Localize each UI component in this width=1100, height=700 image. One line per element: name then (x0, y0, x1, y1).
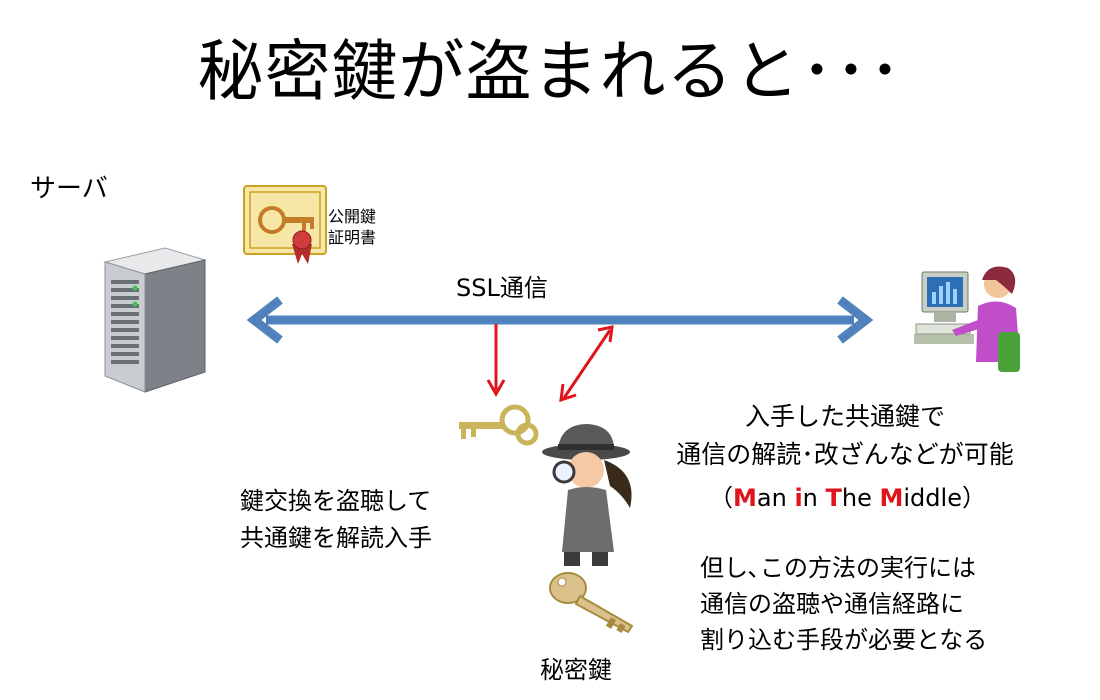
server-label: サーバ (30, 174, 108, 204)
mitm-term-word-an: an (756, 484, 795, 512)
ssl-arrow (246, 296, 874, 344)
mitm-term-word-iddle: iddle (903, 484, 962, 512)
eavesdrop-text: 鍵交換を盗聴して 共通鍵を解読入手 (240, 483, 432, 557)
caveat-text: 但し､この方法の実行には 通信の盗聴や通信経路に 割り込む手段が必要となる (700, 550, 987, 658)
certificate-label-line1: 公開鍵 (328, 207, 377, 226)
caveat-text-line2: 通信の盗聴や通信経路に (700, 590, 964, 618)
caveat-text-line1: 但し､この方法の実行には (700, 554, 976, 582)
shared-key-icon (459, 404, 539, 446)
mitm-term-word-n: n (802, 484, 826, 512)
user-computer-icon (914, 266, 1020, 372)
mitm-double-arrow (559, 325, 614, 403)
certificate-icon (243, 185, 327, 264)
mitm-description: 入手した共通鍵で 通信の解読･改ざんなどが可能 (600, 398, 1090, 474)
server-icon (103, 247, 207, 393)
eavesdrop-text-line2: 共通鍵を解読入手 (240, 524, 432, 552)
caveat-text-line3: 割り込む手段が必要となる (700, 626, 988, 654)
mitm-term-letter-m: M (733, 484, 757, 512)
certificate-label-line2: 証明書 (328, 228, 377, 247)
eavesdrop-text-line1: 鍵交換を盗聴して (240, 487, 432, 515)
page-title: 秘密鍵が盗まれると･･･ (197, 33, 903, 110)
mitm-description-line2: 通信の解読･改ざんなどが可能 (676, 440, 1014, 469)
mitm-term-letter-m2: M (879, 484, 904, 512)
mitm-term-letter-t: T (825, 484, 842, 512)
intercept-arrow (486, 324, 506, 398)
private-key-label: 秘密鍵 (540, 656, 612, 684)
certificate-label: 公開鍵 証明書 (328, 206, 376, 248)
mitm-term-word-he: he (841, 484, 880, 512)
mitm-term: （Man in The Middle） (709, 478, 986, 513)
ssl-label: SSL通信 (456, 274, 548, 302)
private-key-icon (549, 572, 634, 634)
mitm-description-line1: 入手した共通鍵で (744, 402, 945, 431)
spy-icon (542, 424, 632, 566)
mitm-term-open: （ (709, 484, 733, 512)
mitm-term-letter-i: i (794, 484, 803, 512)
mitm-term-close: ） (961, 484, 986, 512)
